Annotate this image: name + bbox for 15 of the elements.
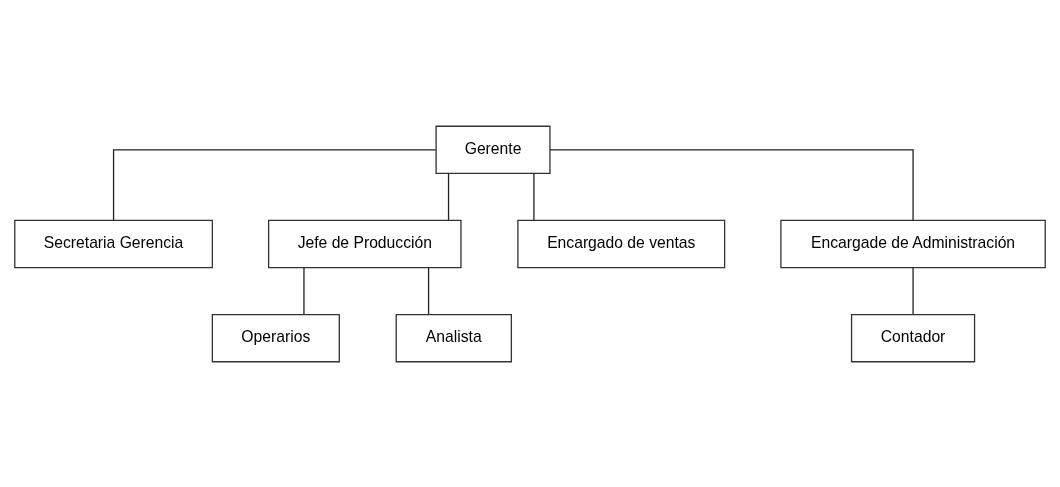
node-box: Analista (395, 313, 512, 362)
connector (427, 266, 430, 315)
node-box: Gerente (435, 125, 551, 174)
connector (533, 172, 535, 221)
node-box: Jefe de Producción (267, 219, 462, 268)
node-box: Secretaria Gerencia (14, 219, 213, 268)
connector (549, 148, 914, 221)
node-box: Contador (850, 313, 976, 362)
connector (112, 148, 437, 221)
connector (912, 266, 914, 315)
connector (447, 172, 450, 221)
node-box: Encargado de ventas (517, 219, 726, 268)
node-box: Encargade de Administración (780, 219, 1046, 268)
connector (303, 266, 305, 315)
node-box: Operarios (211, 313, 340, 362)
